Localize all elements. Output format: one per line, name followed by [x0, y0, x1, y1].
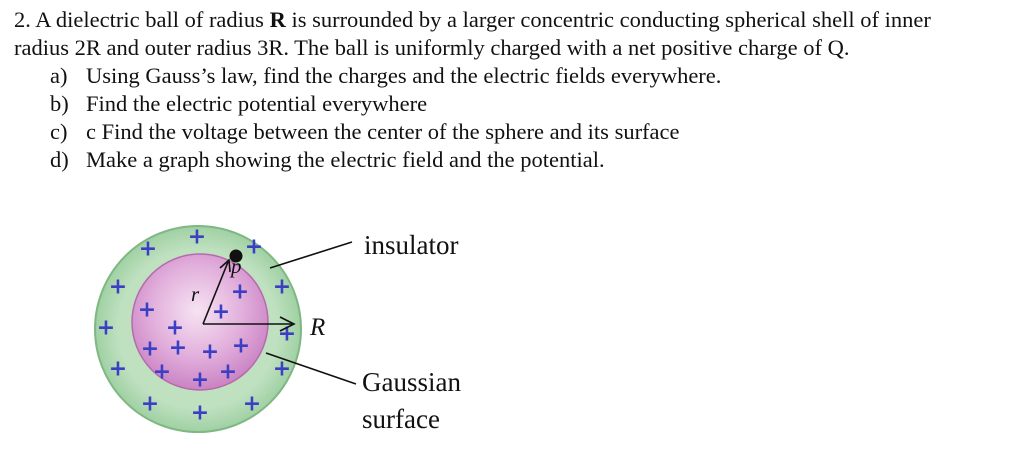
plus-charge: + — [153, 360, 171, 385]
plus-charge: + — [212, 300, 230, 325]
insulator-leader — [269, 241, 353, 269]
part-b-label: b) — [50, 91, 69, 116]
plus-charge: + — [97, 316, 115, 341]
plus-charge: + — [169, 336, 187, 361]
label-insulator: insulator — [364, 230, 459, 260]
plus-charge: + — [141, 392, 159, 417]
plus-charge: + — [273, 357, 291, 382]
label-r: r — [191, 282, 200, 306]
plus-charge: + — [245, 235, 263, 260]
plus-charge: + — [188, 225, 206, 250]
part-a-label: a) — [50, 63, 68, 88]
plus-charge: + — [138, 298, 156, 323]
part-d: d) Make a graph showing the electric fiel… — [50, 146, 1014, 174]
label-R: R — [309, 314, 325, 341]
plus-charges: +++++++++++++++++++++++ — [97, 225, 296, 426]
plus-charge: + — [109, 275, 127, 300]
radius-symbol: R — [269, 7, 286, 32]
part-d-text: Make a graph showing the electric field … — [86, 147, 605, 172]
problem-line-1-before: 2. A dielectric ball of radius — [14, 7, 270, 32]
plus-charge: + — [219, 360, 237, 385]
radius-arrowhead — [279, 316, 296, 332]
part-a: a) Using Gauss’s law, find the charges an… — [50, 62, 1014, 90]
r-vector-arrowhead — [219, 258, 231, 273]
label-gaussian: Gaussian — [362, 367, 461, 397]
plus-charge: + — [191, 368, 209, 393]
part-c: c) c Find the voltage between the center … — [50, 118, 1014, 146]
problem-statement: 2. A dielectric ball of radius R is surr… — [14, 6, 1014, 174]
plus-charge: + — [139, 237, 157, 262]
plus-charge: + — [191, 401, 209, 426]
problem-line-2: radius 2R and outer radius 3R. The ball … — [14, 35, 850, 60]
plus-charge: + — [243, 392, 261, 417]
part-c-text: c Find the voltage between the center of… — [86, 119, 680, 144]
plus-charge: + — [273, 275, 291, 300]
inner-ball — [131, 253, 269, 391]
part-b-text: Find the electric potential everywhere — [86, 91, 428, 116]
part-a-text: Using Gauss’s law, find the charges and … — [86, 63, 722, 88]
problem-parts-list: a) Using Gauss’s law, find the charges an… — [50, 62, 1014, 174]
part-c-label: c) — [50, 119, 68, 144]
plus-charge: + — [166, 316, 184, 341]
plus-charge: + — [231, 280, 249, 305]
plus-charge: + — [278, 322, 296, 347]
r-vector-line — [202, 261, 229, 325]
label-p: p — [229, 254, 242, 278]
problem-line-1: 2. A dielectric ball of radius R is surr… — [14, 6, 1014, 34]
plus-charge: + — [141, 337, 159, 362]
part-b: b) Find the electric potential everywhere — [50, 90, 1014, 118]
point-p-dot — [229, 249, 243, 263]
plus-charge: + — [109, 357, 127, 382]
label-surface: surface — [362, 404, 440, 434]
plus-charge: + — [232, 334, 250, 359]
plus-charge: + — [201, 340, 219, 365]
problem-line-1-after: is surrounded by a larger concentric con… — [285, 7, 931, 32]
gaussian-surface-leader — [265, 352, 357, 385]
part-d-label: d) — [50, 147, 69, 172]
